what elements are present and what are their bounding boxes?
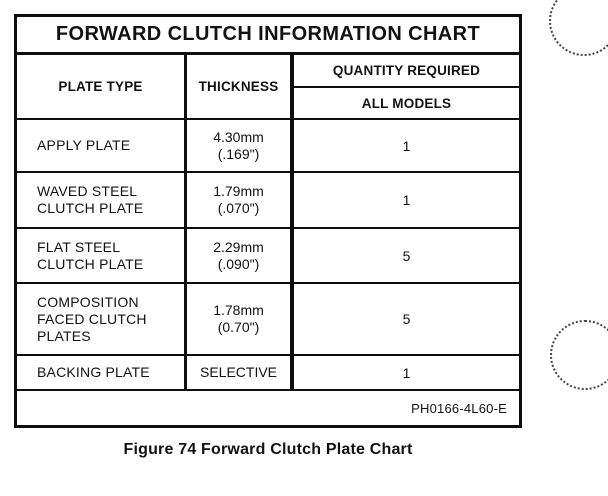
cell-plate-type: FLAT STEEL CLUTCH PLATE — [17, 229, 187, 282]
table-row: BACKING PLATE SELECTIVE 1 — [17, 356, 519, 391]
table-row: APPLY PLATE 4.30mm (.169") 1 — [17, 120, 519, 173]
cell-thickness: 1.79mm (.070") — [187, 173, 294, 227]
table-title: FORWARD CLUTCH INFORMATION CHART — [17, 17, 519, 55]
table-row: WAVED STEEL CLUTCH PLATE 1.79mm (.070") … — [17, 173, 519, 229]
cell-plate-type: APPLY PLATE — [17, 120, 187, 171]
cell-thickness: 2.29mm (.090") — [187, 229, 294, 282]
document-code: PH0166-4L60-E — [411, 400, 507, 416]
table-row: FLAT STEEL CLUTCH PLATE 2.29mm (.090") 5 — [17, 229, 519, 284]
table-header-row: PLATE TYPE THICKNESS QUANTITY REQUIRED A… — [17, 55, 519, 120]
cell-thickness: 1.78mm (0.70") — [187, 284, 294, 354]
cell-quantity: 5 — [402, 311, 411, 327]
cell-quantity: 1 — [402, 192, 411, 208]
header-all-models: ALL MODELS — [361, 95, 452, 111]
cell-plate-type: WAVED STEEL CLUTCH PLATE — [17, 173, 187, 227]
cell-quantity: 5 — [402, 247, 411, 264]
header-plate-type: PLATE TYPE — [17, 55, 187, 118]
cell-plate-type: COMPOSITION FACED CLUTCH PLATES — [17, 284, 187, 354]
header-quantity-required: QUANTITY REQUIRED — [294, 55, 519, 88]
header-thickness: THICKNESS — [187, 55, 294, 118]
cell-thickness: SELECTIVE — [187, 356, 294, 389]
cell-quantity: 1 — [402, 364, 411, 381]
header-quantity-group: QUANTITY REQUIRED ALL MODELS — [294, 55, 519, 118]
hole-punch-mark — [549, 0, 608, 56]
forward-clutch-information-chart: FORWARD CLUTCH INFORMATION CHART PLATE T… — [14, 14, 522, 428]
figure-caption: Figure 74 Forward Clutch Plate Chart — [123, 441, 413, 458]
hole-punch-mark — [550, 320, 608, 390]
cell-thickness: 4.30mm (.169") — [187, 120, 294, 171]
cell-quantity: 1 — [402, 137, 411, 154]
table-row: COMPOSITION FACED CLUTCH PLATES 1.78mm (… — [17, 284, 519, 356]
cell-plate-type: BACKING PLATE — [17, 356, 187, 389]
table-footer: PH0166-4L60-E — [17, 391, 519, 425]
